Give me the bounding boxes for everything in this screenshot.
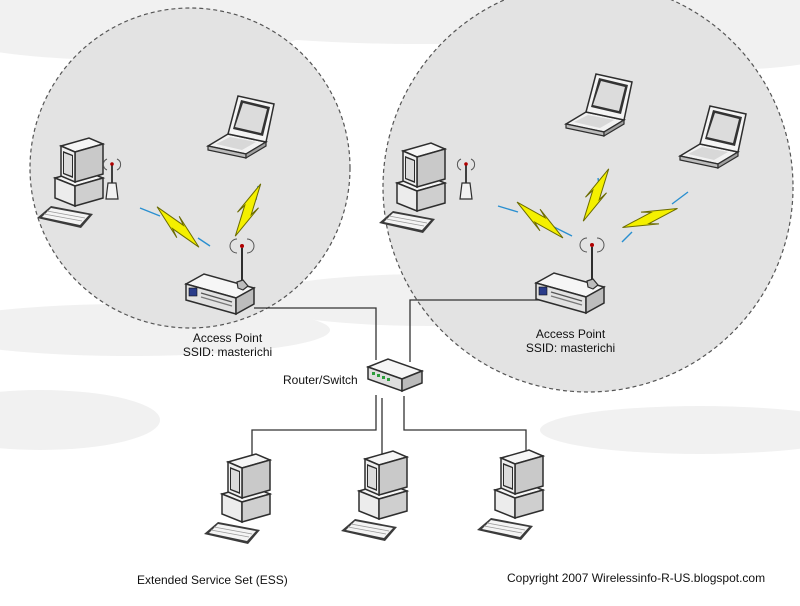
diagram-caption: Extended Service Set (ESS) <box>137 573 288 587</box>
coverage-area-right <box>382 0 794 393</box>
copyright-notice: Copyright 2007 Wirelessinfo-R-US.blogspo… <box>507 571 766 585</box>
left-access-point-name: Access Point <box>192 331 263 345</box>
left-access-point-ssid: SSID: masterichi <box>182 345 273 359</box>
coverage-area-left <box>29 7 351 329</box>
left-access-point-label: Access Point SSID: masterichi <box>160 331 295 359</box>
right-access-point-name: Access Point <box>535 327 606 341</box>
router-switch-icon <box>365 358 425 393</box>
right-access-point-label: Access Point SSID: masterichi <box>503 327 638 355</box>
router-switch-label: Router/Switch <box>283 373 358 387</box>
right-access-point-ssid: SSID: masterichi <box>525 341 616 355</box>
network-cables <box>251 299 542 468</box>
